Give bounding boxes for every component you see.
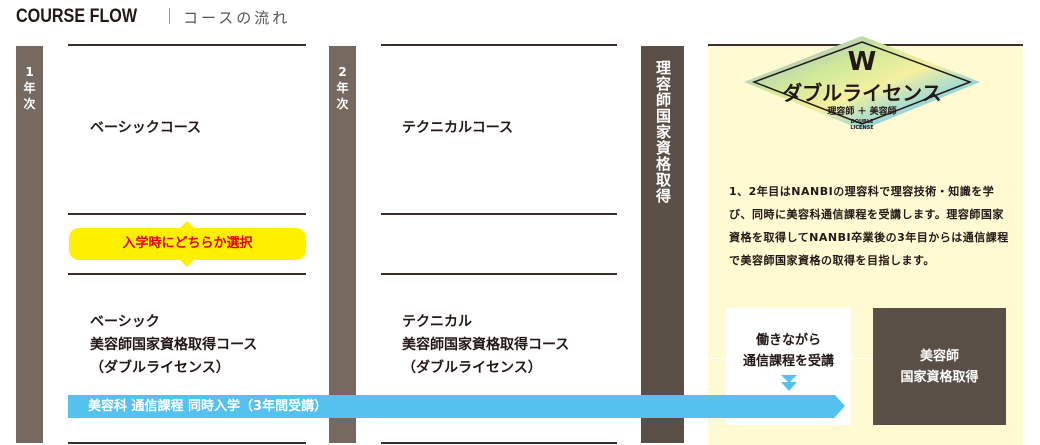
divider — [68, 442, 306, 444]
result-line: 国家資格取得 — [900, 370, 979, 385]
page-title: COURSE FLOW — [16, 6, 138, 27]
course-line: （ダブルライセンス） — [90, 360, 230, 376]
divider — [381, 213, 617, 215]
result-line: 美容師 — [919, 349, 959, 364]
basic-course: ベーシックコース — [90, 120, 202, 136]
choose-at-enrollment-badge: 入学時にどちらか選択 — [69, 228, 306, 260]
course-line: 美容師国家資格取得コース — [402, 337, 570, 353]
arrow-down-icon — [780, 375, 797, 391]
technical-course: テクニカルコース — [402, 120, 514, 136]
barber-license-bar: 理容師国家資格取得 — [641, 46, 684, 443]
year-2-label: 2年次 — [336, 65, 349, 111]
course-line: 美容師国家資格取得コース — [90, 337, 258, 353]
beautician-license-box: 美容師 国家資格取得 — [873, 308, 1006, 425]
correspondence-course-arrow: 美容科 通信課程 同時入学（3年間受講） — [68, 395, 835, 418]
divider — [381, 442, 617, 444]
technical-double-license-course: テクニカル 美容師国家資格取得コース （ダブルライセンス） — [402, 311, 569, 380]
divider — [169, 8, 170, 24]
badge-main: ダブルライセンス — [782, 81, 942, 105]
description: 1、2年目はNANBIの理容科で理容技術・知識を学び、同時に美容科通信課程を受講… — [729, 185, 1009, 267]
year-1-label: 1年次 — [23, 65, 36, 111]
year-1-bar: 1年次 — [16, 46, 43, 443]
divider — [381, 44, 617, 46]
divider — [68, 273, 306, 275]
course-line: テクニカル — [402, 314, 472, 330]
badge-sub: 理容師 ＋ 美容師 — [827, 105, 896, 117]
badge-w: W — [848, 47, 877, 77]
badge-en: LICENSE — [850, 125, 874, 131]
arrow-right-icon — [835, 395, 845, 417]
working-line: 通信課程を受講 — [742, 354, 834, 369]
divider — [381, 273, 617, 275]
double-license-badge: W ダブルライセンス 理容師 ＋ 美容師 DOUBLE LICENSE — [744, 36, 980, 131]
badge-en: DOUBLE — [851, 119, 874, 125]
course-line: ベーシック — [90, 314, 160, 330]
page-subtitle: コースの流れ — [183, 9, 291, 27]
course-line: （ダブルライセンス） — [402, 360, 542, 376]
year-2-bar: 2年次 — [329, 46, 356, 443]
divider — [68, 44, 306, 46]
divider — [68, 213, 306, 215]
working-line: 働きながら — [755, 333, 821, 348]
basic-double-license-course: ベーシック 美容師国家資格取得コース （ダブルライセンス） — [90, 311, 257, 380]
